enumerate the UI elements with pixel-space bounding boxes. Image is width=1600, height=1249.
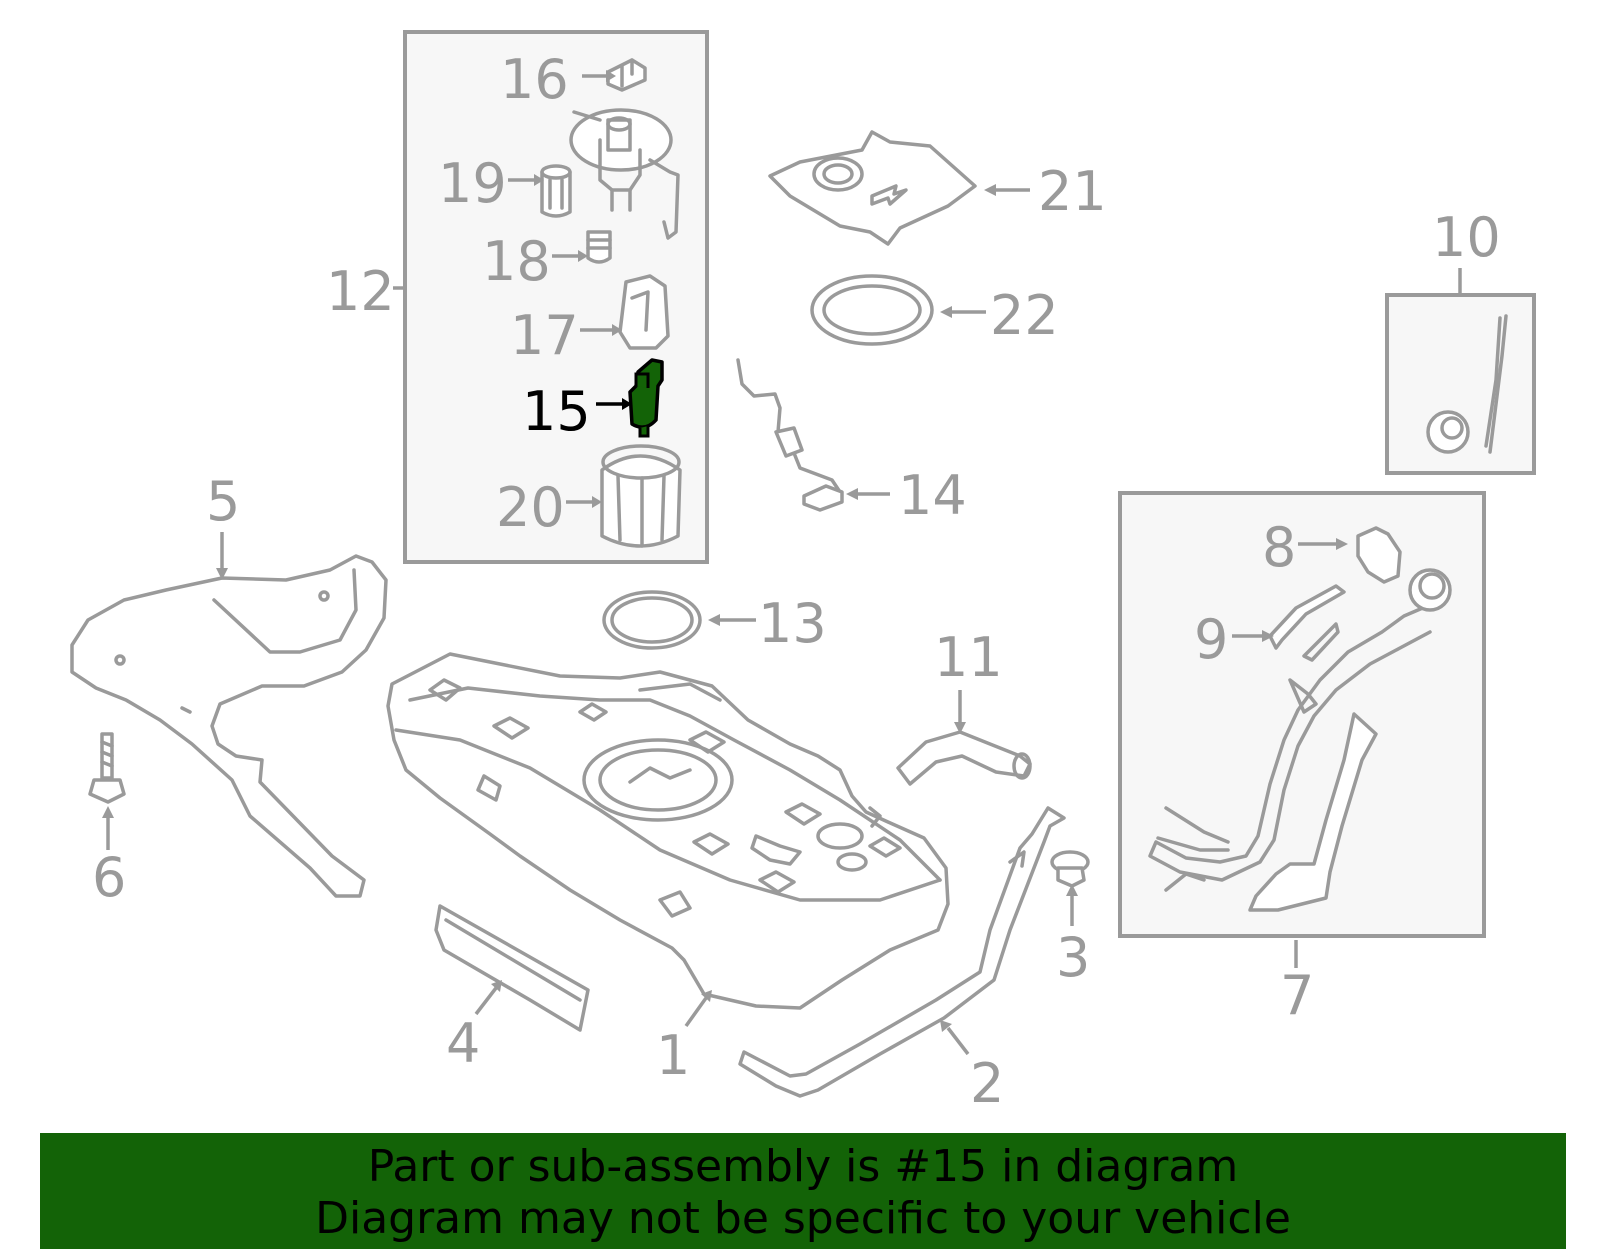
part-4-strap-pad[interactable] bbox=[434, 904, 590, 1032]
pump-module-flange[interactable] bbox=[569, 108, 680, 240]
callout-5: 5 bbox=[206, 470, 240, 533]
part-18-regulator[interactable] bbox=[586, 230, 612, 264]
part-1-fuel-tank[interactable] bbox=[386, 652, 950, 1010]
part-2-strap[interactable] bbox=[738, 806, 1066, 1098]
callout-17: 17 bbox=[510, 304, 579, 367]
part-22-lock-ring[interactable] bbox=[810, 274, 934, 346]
part-16-connector[interactable] bbox=[606, 58, 647, 92]
callout-7: 7 bbox=[1280, 964, 1314, 1027]
part-9-hose[interactable] bbox=[1268, 584, 1346, 650]
part-13-o-ring[interactable] bbox=[602, 590, 702, 650]
part-20-reservoir[interactable] bbox=[600, 444, 682, 548]
callout-16: 16 bbox=[500, 48, 569, 111]
callout-9: 9 bbox=[1194, 608, 1228, 671]
callout-3: 3 bbox=[1056, 926, 1090, 989]
callout-12: 12 bbox=[326, 260, 395, 323]
banner-line-part: Part or sub-assembly is #15 in diagram bbox=[367, 1141, 1239, 1192]
part-7-filler-neck[interactable] bbox=[1148, 568, 1452, 912]
part-10-gauge[interactable] bbox=[1426, 314, 1508, 454]
callout-6: 6 bbox=[92, 846, 126, 909]
callout-4: 4 bbox=[446, 1012, 480, 1075]
part-3-nut[interactable] bbox=[1050, 850, 1090, 888]
callout-21: 21 bbox=[1038, 160, 1107, 223]
part-5-heat-shield[interactable] bbox=[70, 554, 388, 898]
callout-18: 18 bbox=[482, 230, 551, 293]
info-banner: Part or sub-assembly is #15 in diagram D… bbox=[40, 1133, 1566, 1249]
callout-15[interactable]: 15 bbox=[522, 380, 591, 443]
part-19-filter[interactable] bbox=[540, 164, 572, 218]
banner-line-disclaimer: Diagram may not be specific to your vehi… bbox=[315, 1193, 1291, 1244]
parts-diagram: 16 19 18 12 17 15 20 21 22 10 14 5 13 8 … bbox=[70, 30, 1536, 1115]
callout-22: 22 bbox=[990, 284, 1059, 347]
callout-20: 20 bbox=[496, 476, 565, 539]
assembly-box-7 bbox=[1118, 491, 1486, 938]
part-15-fuel-pump[interactable] bbox=[628, 358, 664, 438]
callout-10: 10 bbox=[1432, 206, 1501, 269]
callout-11: 11 bbox=[934, 626, 1003, 689]
leader-lines bbox=[102, 70, 1462, 1056]
part-14-sender[interactable] bbox=[736, 358, 844, 512]
callout-19: 19 bbox=[438, 152, 507, 215]
callout-14: 14 bbox=[898, 464, 967, 527]
callout-8: 8 bbox=[1262, 516, 1296, 579]
part-17-bracket[interactable] bbox=[618, 274, 670, 350]
callout-2: 2 bbox=[970, 1052, 1004, 1115]
part-11-hose[interactable] bbox=[896, 730, 1032, 786]
part-8-clip[interactable] bbox=[1356, 526, 1402, 584]
callout-1: 1 bbox=[656, 1024, 690, 1087]
callout-13: 13 bbox=[758, 592, 827, 655]
part-6-bolt[interactable] bbox=[88, 732, 126, 804]
part-21-cover-plate[interactable] bbox=[768, 130, 977, 246]
